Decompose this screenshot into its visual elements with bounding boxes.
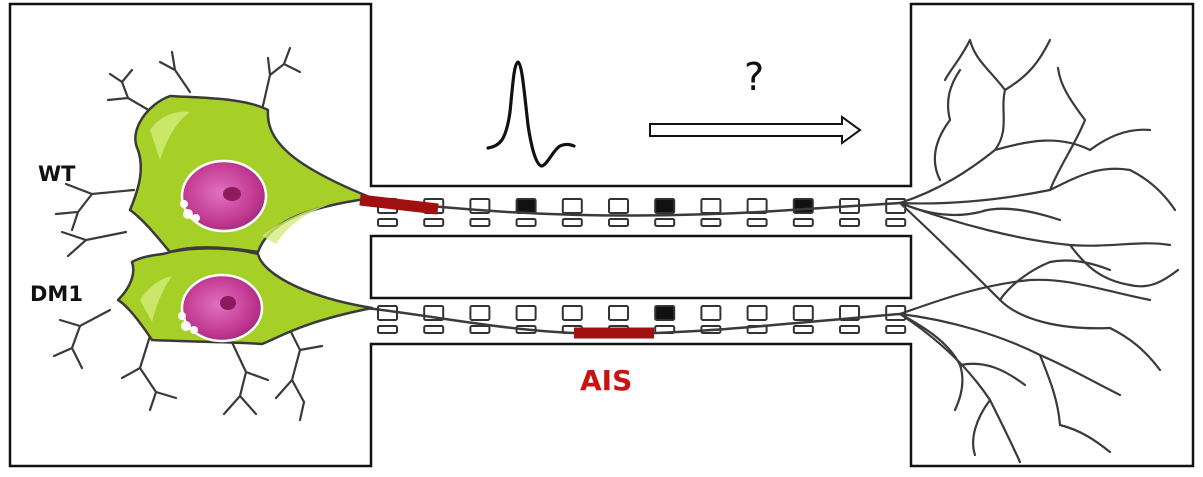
microchannel-top — [377, 198, 907, 227]
channel-square — [839, 325, 860, 334]
channel-square — [746, 305, 768, 321]
channel-square — [561, 218, 583, 227]
soma-highlight — [262, 204, 330, 244]
channel-square — [700, 305, 722, 321]
channel-square — [561, 305, 583, 321]
question-mark-label: ? — [744, 55, 765, 99]
channel-square — [608, 198, 629, 214]
channel-square — [377, 218, 398, 227]
channel-square — [469, 325, 491, 334]
channel-divider — [369, 234, 913, 300]
soma-dendrites — [52, 46, 324, 422]
vesicle — [190, 326, 198, 334]
channel-square — [885, 325, 907, 334]
channel-square — [792, 218, 814, 227]
channel-square — [608, 305, 629, 321]
axon-wt — [365, 197, 901, 217]
action-potential-icon — [486, 60, 576, 168]
nucleolus-dm1 — [220, 296, 236, 310]
channel-square — [654, 198, 676, 214]
soma-highlight — [150, 111, 190, 160]
nucleus-dm1 — [180, 273, 264, 343]
vesicle — [181, 321, 191, 331]
channel-square — [839, 305, 860, 321]
channel-square — [654, 218, 676, 227]
label-wt: WT — [38, 162, 76, 186]
channel-square — [515, 198, 537, 214]
nucleolus-wt — [223, 187, 241, 201]
label-dm1: DM1 — [30, 282, 83, 306]
channel-square — [469, 218, 491, 227]
axon-terminal-arbor — [898, 38, 1180, 464]
channel-square — [792, 198, 814, 214]
channel-square — [792, 305, 814, 321]
channel-square — [700, 218, 722, 227]
label-ais: AIS — [580, 364, 633, 397]
channel-square — [608, 218, 629, 227]
vesicle — [183, 209, 193, 219]
channel-square — [469, 305, 491, 321]
vesicle — [180, 200, 188, 208]
channel-square — [515, 305, 537, 321]
channel-square — [377, 325, 398, 334]
channel-square — [746, 218, 768, 227]
channel-square — [654, 305, 676, 321]
channel-square — [515, 218, 537, 227]
channel-square — [700, 198, 722, 214]
channel-square — [377, 305, 398, 321]
channel-square — [839, 218, 860, 227]
channel-square — [885, 218, 907, 227]
channel-square — [561, 198, 583, 214]
ais-bar-wt — [359, 194, 439, 215]
soma-highlight — [140, 276, 172, 322]
chamber-outline — [8, 2, 1195, 468]
channel-square — [792, 325, 814, 334]
channel-square — [423, 218, 445, 227]
propagation-arrow-icon — [649, 115, 862, 145]
vesicle — [178, 312, 186, 320]
channel-square — [423, 325, 445, 334]
vesicle — [192, 214, 200, 222]
